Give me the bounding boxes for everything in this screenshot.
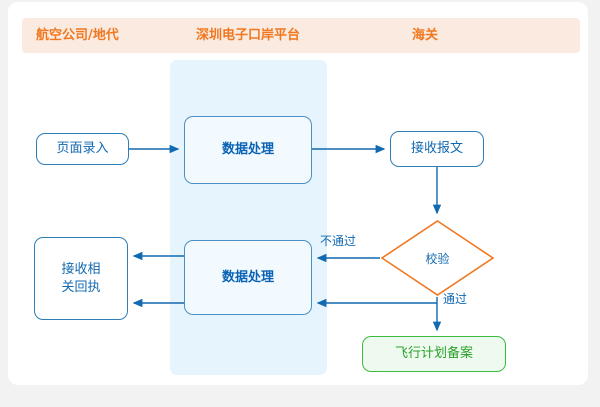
lane-title-platform: 深圳电子口岸平台 <box>196 28 301 43</box>
node-receive-receipt[interactable]: 接收相 关回执 <box>34 237 128 320</box>
node-data-process-1[interactable]: 数据处理 <box>184 116 312 184</box>
node-verify-label: 校验 <box>425 251 450 266</box>
swimlane-column-platform <box>170 60 327 375</box>
node-page-entry[interactable]: 页面录入 <box>36 133 129 165</box>
node-verify-decision[interactable]: 校验 <box>380 219 495 297</box>
edge-label-pass: 通过 <box>443 292 468 306</box>
edge-label-fail: 不通过 <box>320 234 357 248</box>
lane-header-bar <box>22 18 580 53</box>
diamond-shape <box>380 220 495 296</box>
node-flight-plan[interactable]: 飞行计划备案 <box>362 336 506 372</box>
node-receive-message[interactable]: 接收报文 <box>390 131 484 167</box>
lane-title-airline: 航空公司/地代 <box>36 28 119 43</box>
lane-title-customs: 海关 <box>412 28 439 43</box>
node-data-process-2[interactable]: 数据处理 <box>184 240 312 315</box>
